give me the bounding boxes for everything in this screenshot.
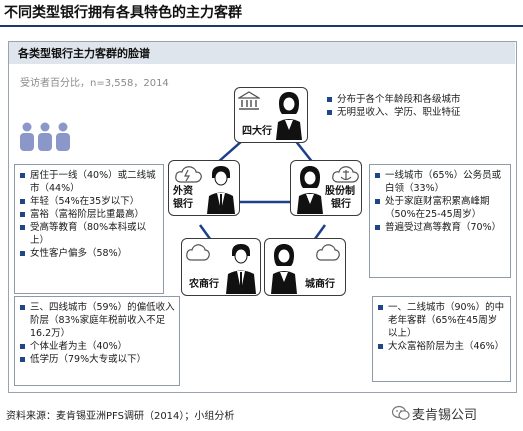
rural-bank-bullet: 个体业者为主（40%） bbox=[19, 340, 175, 353]
segment-card-foreign-bank: 外资 银行 bbox=[168, 160, 240, 216]
panel-title: 各类型银行主力客群的脸谱 bbox=[18, 47, 150, 60]
bank-building-icon bbox=[238, 91, 260, 110]
city-bank-bullet: 大众富裕阶层为主（46%） bbox=[377, 340, 506, 353]
businesswoman-icon bbox=[297, 166, 323, 214]
segment-label-foreign-line2: 银行 bbox=[173, 199, 193, 210]
foreign-bank-bullet: 女性客户偏多（58%） bbox=[19, 247, 157, 260]
businessman-icon bbox=[207, 166, 235, 214]
joint-stock-profile-box: 一线城市（65%）公务员或白领（33%） 处于家庭财富积累高峰期（50%在25-… bbox=[369, 164, 511, 278]
rural-bank-bullet: 三、四线城市（59%）的偏低收入阶层（83%家庭年税前收入不足16.2万） bbox=[19, 301, 175, 340]
thought-cloud-icon bbox=[316, 244, 340, 261]
brand-watermark: 麦肯锡公司 bbox=[412, 408, 478, 423]
thought-cloud-anchor-icon bbox=[332, 166, 359, 183]
foreign-bank-bullet: 富裕（富裕阶层比重最高） bbox=[19, 208, 157, 221]
rural-bank-profile-box: 三、四线城市（59%）的偏低收入阶层（83%家庭年税前收入不足16.2万） 个体… bbox=[14, 296, 180, 386]
segment-card-joint-stock: 股份制 银行 bbox=[290, 160, 362, 216]
foreign-bank-profile-box: 居住于一线（40%）或二线城市（44%） 年轻（54%在35岁以下） 富裕（富裕… bbox=[14, 164, 164, 294]
speech-cloud-icon bbox=[175, 166, 202, 183]
segment-label-city: 城商行 bbox=[305, 279, 335, 290]
city-bank-profile-box: 一、二线城市（90%）的中老年客群（65%在45周岁以上） 大众富裕阶层为主（4… bbox=[372, 296, 511, 382]
page-title: 不同类型银行拥有各具特色的主力客群 bbox=[4, 5, 242, 21]
panel-header bbox=[9, 42, 515, 64]
big-four-bullet: 分布于各个年龄段和各级城市 bbox=[326, 93, 511, 106]
foreign-bank-bullet: 居住于一线（40%）或二线城市（44%） bbox=[19, 169, 157, 195]
businesswoman-icon bbox=[271, 244, 297, 294]
foreign-bank-bullet: 年轻（54%在35岁以下） bbox=[19, 195, 157, 208]
segment-card-city-bank: 城商行 bbox=[264, 238, 346, 296]
wechat-icon bbox=[392, 405, 410, 420]
big-four-bullet: 无明显收入、学历、职业特征 bbox=[326, 106, 511, 119]
joint-stock-bullet: 处于家庭财富积累高峰期（50%在25-45周岁） bbox=[374, 195, 506, 221]
source-note: 资料来源：麦肯锡亚洲PFS调研（2014）；小组分析 bbox=[6, 411, 235, 422]
segment-label-rural: 农商行 bbox=[189, 279, 219, 290]
rural-bank-bullet: 低学历（79%大专或以下） bbox=[19, 353, 175, 366]
title-divider bbox=[0, 25, 523, 27]
panel-subtitle: 受访者百分比，n=3,558，2014 bbox=[20, 78, 169, 89]
businesswoman-icon bbox=[276, 92, 302, 140]
city-bank-bullet: 一、二线城市（90%）的中老年客群（65%在45周岁以上） bbox=[377, 301, 506, 340]
joint-stock-bullet: 一线城市（65%）公务员或白领（33%） bbox=[374, 169, 506, 195]
thought-cloud-icon bbox=[186, 244, 210, 261]
segment-card-big-four: 四大行 bbox=[234, 87, 308, 143]
businessman-icon bbox=[226, 244, 256, 294]
segment-label-joint-stock-line2: 银行 bbox=[331, 199, 351, 210]
segment-label-big-four: 四大行 bbox=[242, 126, 272, 137]
joint-stock-bullet: 普遍受过高等教育（70%） bbox=[374, 221, 506, 234]
segment-label-joint-stock-line1: 股份制 bbox=[325, 186, 355, 197]
people-group-icon bbox=[20, 122, 70, 151]
segment-card-rural-bank: 农商行 bbox=[181, 238, 261, 296]
segment-label-foreign-line1: 外资 bbox=[173, 186, 193, 197]
big-four-bullet-list: 分布于各个年龄段和各级城市 无明显收入、学历、职业特征 bbox=[326, 93, 511, 119]
foreign-bank-bullet: 受高等教育（80%本科或以上） bbox=[19, 221, 157, 247]
